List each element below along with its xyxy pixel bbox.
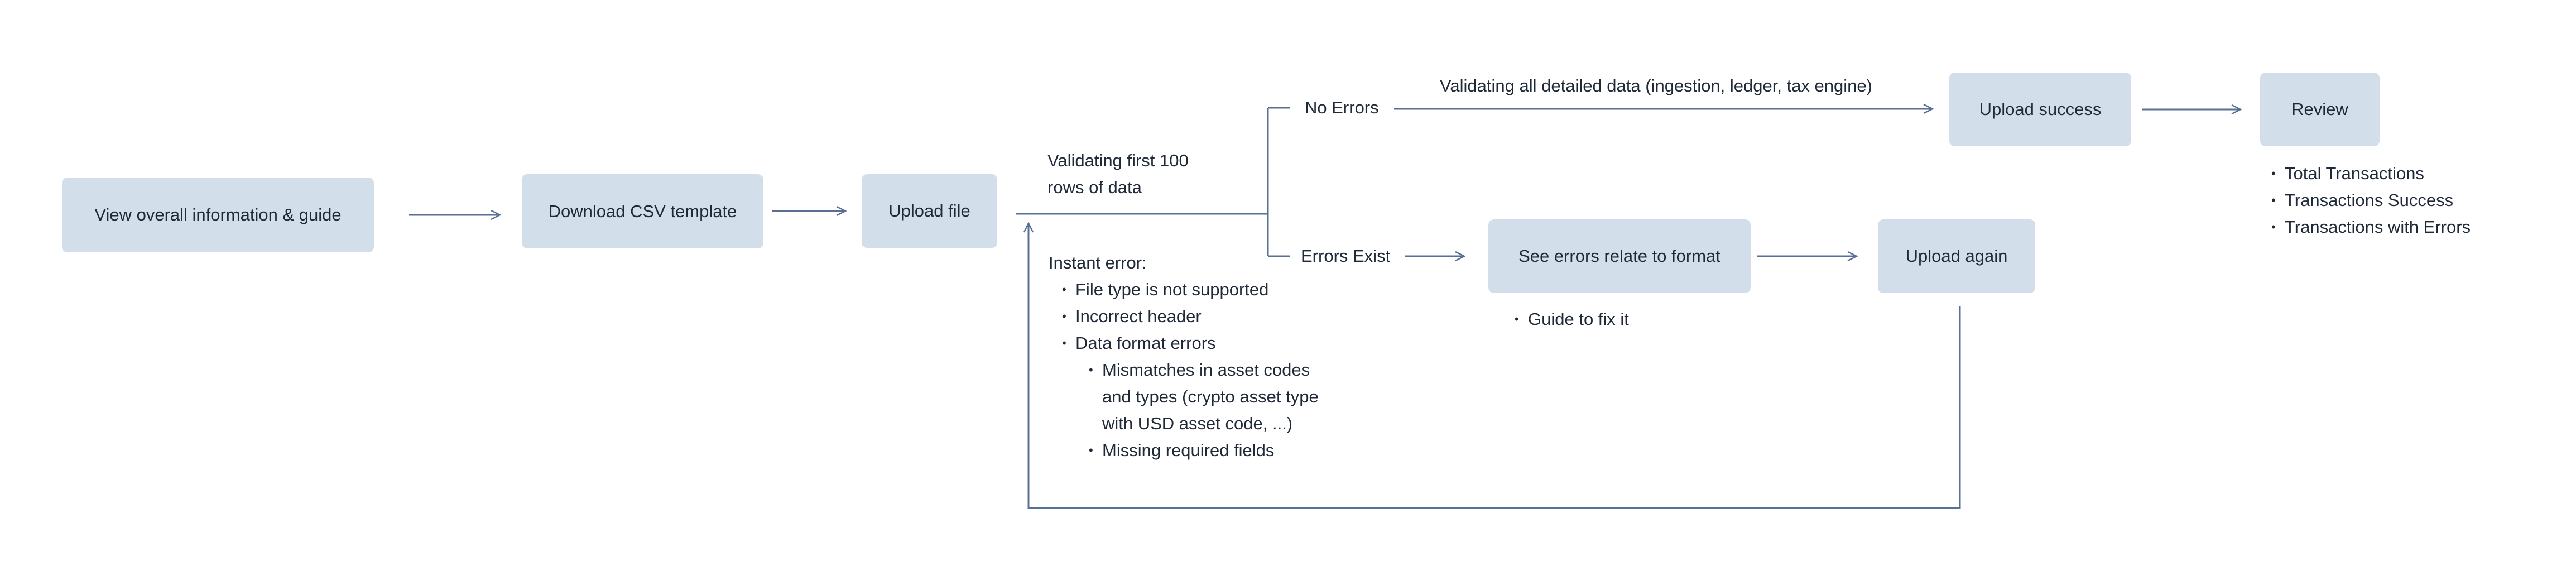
review-note-item: Transactions with Errors bbox=[2269, 214, 2471, 241]
node-download-csv-template: Download CSV template bbox=[522, 174, 763, 248]
instant-error-item: File type is not supported bbox=[1060, 276, 1319, 303]
review-note-item: Transactions Success bbox=[2269, 187, 2471, 214]
node-upload-file-label: Upload file bbox=[888, 201, 970, 221]
instant-error-item-label: Data format errors bbox=[1075, 333, 1216, 353]
instant-error-list: File type is not supported Incorrect hea… bbox=[1060, 276, 1319, 464]
instant-error-subitem-line: and types (crypto asset type bbox=[1102, 387, 1319, 406]
node-upload-file: Upload file bbox=[862, 174, 997, 248]
node-review-label: Review bbox=[2291, 99, 2348, 119]
label-validating-first-line1: Validating first 100 bbox=[1047, 151, 1189, 170]
node-see-errors-label: See errors relate to format bbox=[1518, 246, 1720, 266]
label-validating-all-data: Validating all detailed data (ingestion,… bbox=[1440, 76, 1872, 95]
instant-error-item: Data format errors Mismatches in asset c… bbox=[1060, 330, 1319, 464]
instant-error-title: Instant error: bbox=[1049, 253, 1147, 272]
instant-error-subitem: Missing required fields bbox=[1087, 437, 1319, 464]
instant-error-sublist: Mismatches in asset codes and types (cry… bbox=[1075, 357, 1319, 464]
instant-error-item: Incorrect header bbox=[1060, 303, 1319, 330]
label-validating-first-line2: rows of data bbox=[1047, 178, 1142, 197]
node-upload-success: Upload success bbox=[1949, 73, 2131, 146]
node-upload-success-label: Upload success bbox=[1979, 99, 2102, 119]
node-view-guide-label: View overall information & guide bbox=[94, 205, 342, 224]
instant-error-subitem-line: with USD asset code, ...) bbox=[1102, 414, 1293, 433]
node-download-csv-label: Download CSV template bbox=[548, 201, 737, 221]
guide-note-item: Guide to fix it bbox=[1512, 306, 1629, 333]
node-upload-again: Upload again bbox=[1878, 219, 2035, 293]
review-notes-list: Total Transactions Transactions Success … bbox=[2269, 160, 2471, 241]
instant-error-subitem: Mismatches in asset codes and types (cry… bbox=[1087, 357, 1319, 437]
node-see-errors: See errors relate to format bbox=[1488, 219, 1751, 293]
label-errors-exist: Errors Exist bbox=[1301, 246, 1391, 266]
label-validating-first-rows: Validating first 100 rows of data bbox=[1047, 147, 1189, 201]
node-review: Review bbox=[2260, 73, 2380, 146]
review-note-item: Total Transactions bbox=[2269, 160, 2471, 187]
node-view-guide: View overall information & guide bbox=[62, 178, 374, 252]
guide-notes-list: Guide to fix it bbox=[1512, 306, 1629, 333]
node-upload-again-label: Upload again bbox=[1905, 246, 2008, 266]
label-no-errors: No Errors bbox=[1305, 98, 1379, 117]
arrow-loop-back-to-upload bbox=[1029, 223, 1961, 509]
instant-error-subitem-line: Mismatches in asset codes bbox=[1102, 360, 1310, 380]
